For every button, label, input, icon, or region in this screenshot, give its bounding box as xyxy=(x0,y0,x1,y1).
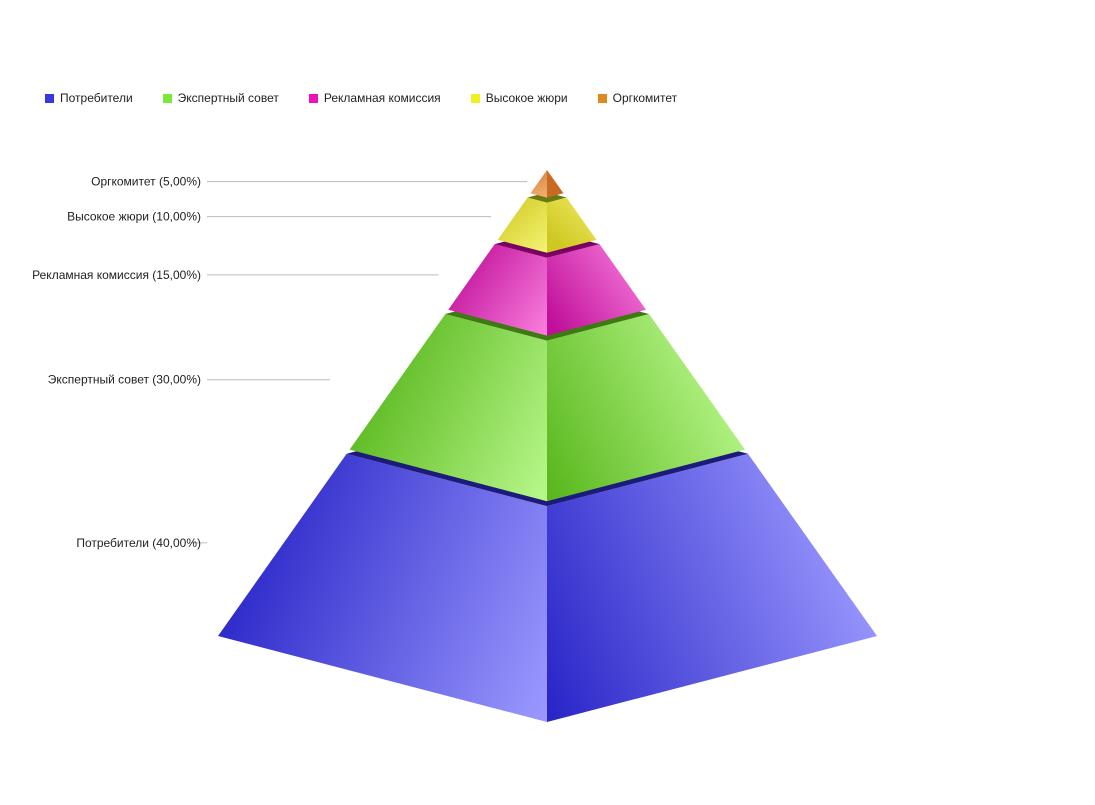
legend-item: Потребители xyxy=(45,91,133,105)
segment-left-face xyxy=(530,170,547,198)
segment-label: Высокое жюри (10,00%) xyxy=(67,210,201,224)
segment-left-face xyxy=(448,244,547,336)
segment-left-face xyxy=(497,197,547,253)
legend-label: Оргкомитет xyxy=(612,91,678,105)
segment-right-face xyxy=(547,453,877,722)
legend-swatch xyxy=(162,93,172,103)
legend-swatch xyxy=(597,93,607,103)
legend-item: Экспертный совет xyxy=(162,91,279,105)
segment-left-face xyxy=(218,453,547,722)
legend-swatch xyxy=(308,93,318,103)
legend-label: Рекламная комиссия xyxy=(323,91,441,105)
legend-label: Высокое жюри xyxy=(485,91,568,105)
segment-label: Рекламная комиссия (15,00%) xyxy=(32,268,201,282)
segment-right-face xyxy=(547,197,597,253)
segment-left-face xyxy=(349,313,547,502)
pyramid-segment: Высокое жюри (10,00%) xyxy=(67,192,597,253)
legend-item: Оргкомитет xyxy=(597,91,678,105)
legend-item: Высокое жюри xyxy=(470,91,568,105)
pyramid-segment: Оргкомитет (5,00%) xyxy=(91,170,564,198)
legend-swatch xyxy=(45,93,54,103)
legend-swatch xyxy=(470,93,480,103)
segment-label: Оргкомитет (5,00%) xyxy=(91,175,201,189)
segment-right-face xyxy=(547,244,646,336)
legend-item: Рекламная комиссия xyxy=(308,91,441,105)
segment-right-face xyxy=(547,170,564,198)
segment-label: Экспертный совет (30,00%) xyxy=(48,373,201,387)
segment-right-face xyxy=(547,313,745,502)
legend: Потребители Экспертный совет Рекламная ком… xyxy=(45,91,707,105)
segment-label: Потребители (40,00%) xyxy=(76,536,201,550)
legend-label: Потребители xyxy=(60,91,133,105)
legend-label: Экспертный совет xyxy=(177,91,279,105)
